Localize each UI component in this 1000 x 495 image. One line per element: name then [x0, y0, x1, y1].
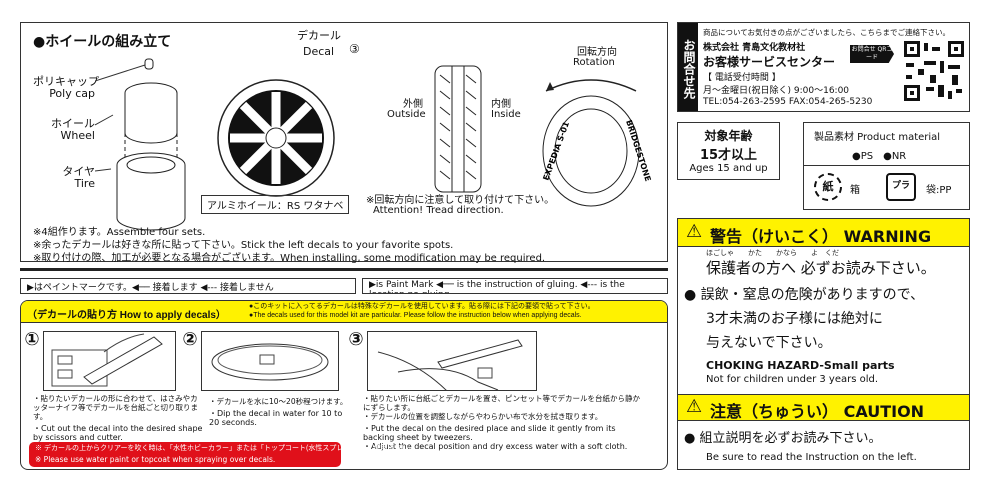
step-1-text: ・貼りたいデカールの形に合わせて、はさみやカッターナイフ等でデカールを台紙ごと切…	[33, 394, 203, 442]
wheel-name-label: アルミホイール：RS ワタナベ	[201, 195, 350, 214]
step-number-2: ②	[182, 329, 198, 350]
step-3-text: ・貼りたい所に台紙ごとデカールを置き、ピンセット等でデカールを台紙から静かにずら…	[363, 394, 643, 451]
caution-line-1: ● 組立説明を必ずお読み下さい。	[684, 431, 882, 446]
qr-label: お問合せ QRコード	[850, 45, 894, 63]
paint-mark-icon: ▶	[27, 283, 34, 293]
warning-line-3: 3才未満のお子様には絶対に	[706, 311, 883, 327]
step-1-illustration	[43, 331, 176, 391]
warning-line-4: 与えないで下さい。	[706, 335, 832, 351]
rotation-label-jp: 回転方向	[577, 47, 617, 58]
red-note-en: ※ Please use water paint or topcoat when…	[35, 455, 276, 464]
step-1-text-jp: ・貼りたいデカールの形に合わせて、はさみやカッターナイフ等でデカールを台紙ごと切…	[33, 394, 198, 421]
wheel-label-en: Wheel	[60, 129, 95, 142]
paint-mark-icon: ▶	[369, 280, 376, 290]
note-3: ※取り付けの際、加工が必要となる場合がございます。When installing…	[33, 253, 546, 264]
contact-box: お問合せ先 商品についてお気付きの点がございましたら、こちらまでご連絡下さい。 …	[677, 22, 970, 112]
decal-label-jp: デカール	[297, 29, 341, 42]
caution-line-1-text: 組立説明を必ずお読み下さい。	[699, 431, 882, 446]
contact-intro: 商品についてお気付きの点がございましたら、こちらまでご連絡下さい。	[703, 28, 951, 37]
bag-label: 袋:PP	[926, 185, 952, 196]
service-center: お客様サービスセンター	[703, 55, 836, 69]
step-number-1: ①	[24, 329, 40, 350]
phone-fax: TEL:054-263-2595 FAX:054-265-5230	[703, 97, 873, 107]
age-label-jp: 対象年齢	[704, 129, 753, 143]
decal-header-jp: ●このキットに入ってるデカールは特殊なデカールを使用しています。貼る際には下記の…	[249, 303, 595, 310]
warning-box: ⚠ 警告（けいこく） WARNING ほごしゃ かた かなら よ くだ 保護者の…	[677, 218, 970, 470]
age-label-en: Ages 15 and up	[689, 163, 768, 174]
inside-label-en: Inside	[491, 109, 521, 120]
tread-pattern-illustration	[434, 65, 482, 193]
warning-line-2-text: 誤飲・窒息の危険がありますので、	[700, 287, 925, 303]
tire-sidewall-illustration: EXPEDIA S-01 BRIDGESTONE	[541, 79, 652, 207]
outside-label-en: Outside	[387, 109, 426, 120]
plastic-recycle-icon: プラ	[886, 173, 916, 201]
contact-side-label: お問合せ先	[678, 23, 698, 111]
age-box: 対象年齢 15才以上 Ages 15 and up	[677, 122, 780, 180]
rotation-label-en: Rotation	[573, 57, 615, 68]
step-3-illustration	[367, 331, 537, 393]
company-name: 株式会社 青島文化教材社	[703, 43, 806, 53]
section-title: ●ホイールの組み立て	[33, 34, 172, 50]
note-1: ※4組作ります。Assemble four sets.	[33, 227, 206, 238]
warning-line-2: ● 誤飲・窒息の危険がありますので、	[684, 287, 925, 303]
step-2-text-en: ・Dip the decal in water for 10 to 20 sec…	[209, 409, 343, 427]
divider	[804, 165, 969, 166]
caution-en: Be sure to read the Instruction on the l…	[706, 452, 917, 463]
tire-label-jp: タイヤ	[62, 165, 95, 178]
exploded-wheel-illustration	[95, 58, 186, 231]
step-2-text: ・デカールを水に10〜20秒程つけます。 ・Dip the decal in w…	[209, 397, 354, 427]
decal-header: （デカールの貼り方 How to apply decals） ●このキットに入っ…	[21, 301, 667, 323]
note-2: ※余ったデカールは好きな所に貼って下さい。Stick the left deca…	[33, 240, 454, 251]
red-note: ※ デカールの上からクリアーを吹く時は、「水性ホビーカラー」または「トップコート…	[29, 442, 416, 467]
paint-mark-legend-jp: ▶はペイントマークです。◀── 接着します ◀‐‐‐ 接着しません	[20, 278, 356, 294]
warning-triangle-icon: ⚠	[686, 221, 703, 242]
age-value-jp: 15才以上	[699, 148, 758, 163]
poly-cap-label-jp: ポリキャップ	[33, 75, 99, 88]
warning-line-1: 保護者の方へ 必ずお読み下さい。	[706, 259, 936, 277]
material-box: 製品素材 Product material ●PS ●NR 紙 箱 プラ 袋:P…	[803, 122, 970, 210]
paint-mark-legend-en: ▶is Paint Mark ◀── is the instruction of…	[362, 278, 668, 294]
material-items: ●PS ●NR	[852, 151, 907, 162]
caution-triangle-icon: ⚠	[686, 396, 703, 417]
caution-title: 注意（ちゅうい） CAUTION	[710, 402, 925, 421]
hours-label: 【 電話受付時間 】	[703, 73, 781, 83]
inside-label-jp: 内側	[491, 99, 511, 110]
warning-title: 警告（けいこく） WARNING	[710, 227, 932, 246]
caution-header: ⚠ 注意（ちゅうい） CAUTION	[678, 394, 969, 421]
decal-header-en: ●The decals used for this model kit are …	[249, 312, 582, 319]
decal-instructions-section: （デカールの貼り方 How to apply decals） ●このキットに入っ…	[20, 300, 668, 470]
tread-note-en: Attention! Tread direction.	[373, 205, 504, 216]
step-3-text-jp: ・貼りたい所に台紙ごとデカールを置き、ピンセット等でデカールを台紙から静かにずら…	[363, 394, 640, 421]
step-2-illustration	[201, 331, 339, 391]
box-label: 箱	[850, 185, 860, 196]
step-number-3: ③	[348, 329, 364, 350]
warning-en-2: Not for children under 3 years old.	[706, 374, 879, 385]
decal-label-en: Decal	[303, 45, 335, 58]
warning-header: ⚠ 警告（けいこく） WARNING	[678, 219, 969, 247]
tread-note-jp: ※回転方向に注意して取り付けて下さい。	[366, 195, 555, 206]
wheel-front-illustration	[217, 79, 335, 197]
step-3-text-en: ・Put the decal on the desired place and …	[363, 424, 628, 451]
red-note-jp: ※ デカールの上からクリアーを吹く時は、「水性ホビーカラー」または「トップコート…	[35, 445, 416, 452]
qr-code[interactable]	[904, 41, 964, 101]
wheel-label-jp: ホイール	[51, 117, 95, 130]
outside-label-jp: 外側	[403, 99, 423, 110]
paper-recycle-icon: 紙	[814, 173, 842, 201]
divider	[20, 268, 668, 271]
step-2-text-jp: ・デカールを水に10〜20秒程つけます。	[209, 397, 348, 406]
decal-number: ③	[349, 42, 360, 56]
decal-title: （デカールの貼り方 How to apply decals）	[27, 310, 226, 321]
legend-text-en: is Paint Mark ◀── is the instruction of …	[369, 280, 625, 293]
wheel-assembly-section: ●ホイールの組み立て ポリキャップ Poly cap ホイール Wheel タイ…	[20, 22, 668, 264]
step-1-text-en: ・Cut out the decal into the desired shap…	[33, 424, 203, 442]
legend-text-jp: はペイントマークです。◀── 接着します ◀‐‐‐ 接着しません	[33, 283, 274, 293]
material-title: 製品素材 Product material	[814, 132, 941, 143]
furigana: ほごしゃ かた かなら よ くだ	[706, 249, 839, 257]
poly-cap-label-en: Poly cap	[49, 87, 95, 100]
warning-en-1: CHOKING HAZARD-Small parts	[706, 359, 895, 372]
tire-label-en: Tire	[74, 177, 96, 190]
hours: 月〜金曜日(祝日除く) 9:00〜16:00	[703, 86, 850, 96]
